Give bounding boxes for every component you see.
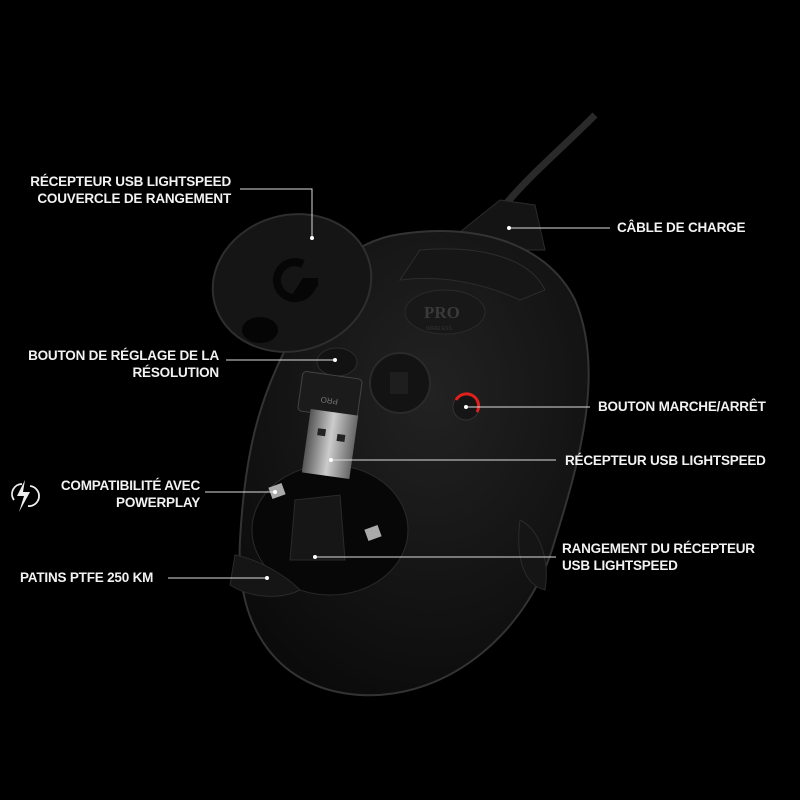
storage-cover <box>211 213 373 353</box>
callout-text: RÉCEPTEUR USB LIGHTSPEED <box>30 174 231 189</box>
leader-dots <box>265 226 511 580</box>
callout-storage-cover: RÉCEPTEUR USB LIGHTSPEED COUVERCLE DE RA… <box>30 173 231 207</box>
charging-cable <box>502 112 598 208</box>
callout-text: RANGEMENT DU RÉCEPTEUR <box>562 541 755 556</box>
callout-text: RÉSOLUTION <box>132 365 219 380</box>
wireless-logo: WIRELESS <box>426 326 453 332</box>
callout-text: COMPATIBILITÉ AVEC <box>60 478 200 493</box>
g-logo-icon <box>273 258 318 303</box>
callout-text: BOUTON DE RÉGLAGE DE LA <box>28 348 219 363</box>
callout-powerplay: COMPATIBILITÉ AVEC POWERPLAY <box>61 477 200 511</box>
svg-text:PRO: PRO <box>320 395 338 406</box>
callout-receiver-storage: RANGEMENT DU RÉCEPTEUR USB LIGHTSPEED <box>562 540 755 574</box>
ptfe-foot <box>229 554 301 597</box>
callout-ptfe-feet: PATINS PTFE 250 KM <box>20 569 153 586</box>
callout-text: COUVERCLE DE RANGEMENT <box>37 191 231 206</box>
callout-text: POWERPLAY <box>116 495 200 510</box>
callout-usb-receiver: RÉCEPTEUR USB LIGHTSPEED <box>565 452 766 469</box>
callout-text: PATINS PTFE 250 KM <box>20 570 154 585</box>
callout-text: BOUTON MARCHE/ARRÊT <box>598 399 766 414</box>
leader-lines <box>168 188 610 579</box>
powerplay-contact <box>268 482 286 500</box>
callout-text: USB LIGHTSPEED <box>562 558 678 573</box>
callout-text: CÂBLE DE CHARGE <box>617 220 746 235</box>
dpi-button <box>316 347 358 377</box>
callout-text: RÉCEPTEUR USB LIGHTSPEED <box>565 453 766 468</box>
callout-power-button: BOUTON MARCHE/ARRÊT <box>598 398 766 415</box>
usb-receiver: PRO <box>297 371 363 480</box>
callout-charging-cable: CÂBLE DE CHARGE <box>617 219 745 236</box>
powerplay-wireless-charging-icon <box>11 480 40 512</box>
callout-dpi-button: BOUTON DE RÉGLAGE DE LA RÉSOLUTION <box>28 347 219 381</box>
pro-logo: PRO <box>424 303 460 322</box>
